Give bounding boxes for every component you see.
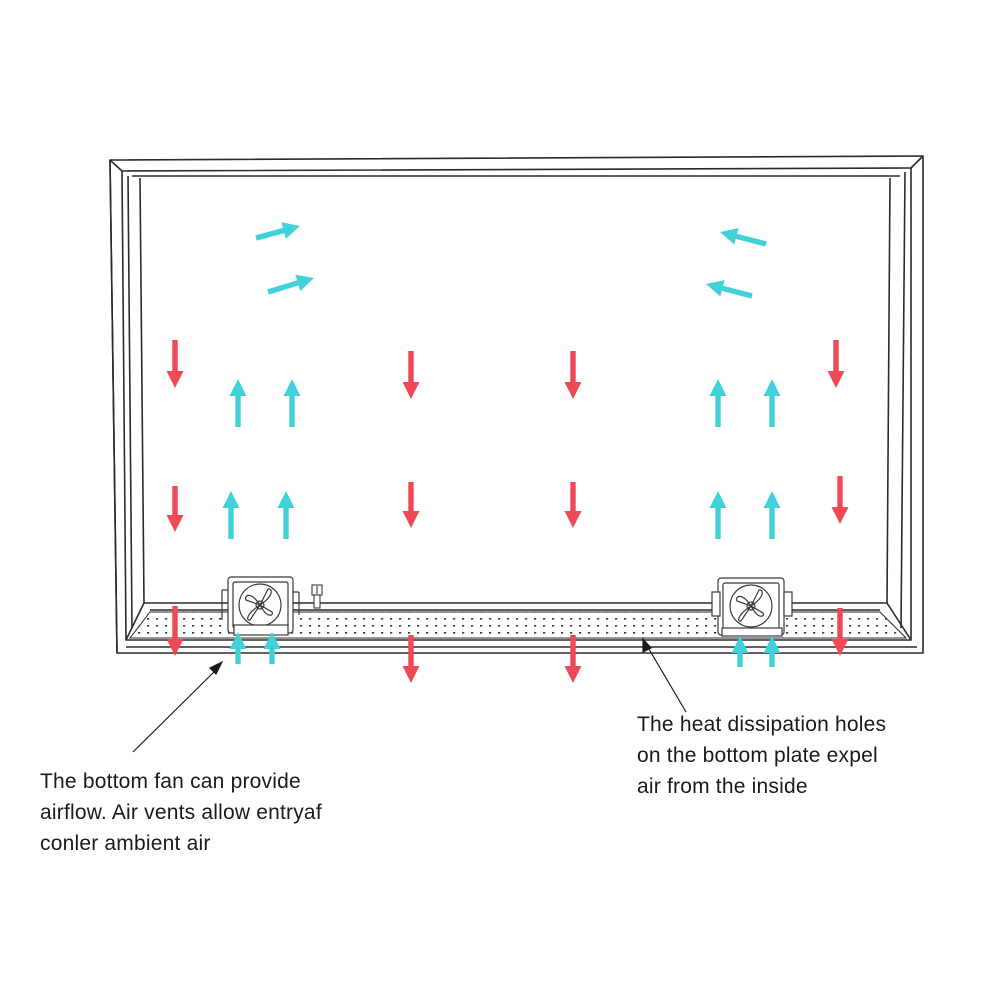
fan-note-line: conler ambient air — [40, 832, 211, 855]
hot-air-arrow — [831, 608, 849, 656]
hot-air-arrow — [827, 340, 845, 388]
hot-air-arrow — [166, 486, 184, 532]
hot-air-arrow — [402, 635, 420, 683]
cool-air-arrow — [277, 491, 295, 539]
fan-note: The bottom fan can provide airflow. Air … — [40, 766, 322, 859]
cool-air-arrow — [720, 228, 767, 247]
cool-air-arrow — [267, 274, 314, 295]
cool-air-arrows — [222, 222, 781, 667]
holes-note-line: air from the inside — [637, 775, 808, 798]
cool-air-arrow — [222, 491, 240, 539]
cool-air-arrow — [763, 491, 781, 539]
cool-air-arrow — [709, 379, 727, 427]
fan-icon — [711, 577, 793, 637]
leader-lines — [132, 637, 687, 753]
cool-air-arrow — [763, 636, 781, 667]
hot-air-arrow — [564, 635, 582, 683]
cool-air-arrow — [706, 280, 753, 299]
holes-note-line: on the bottom plate expel — [637, 744, 878, 767]
cool-air-arrow — [763, 379, 781, 427]
cool-air-arrow — [229, 379, 247, 427]
hot-air-arrow — [402, 351, 420, 399]
hot-air-arrows — [166, 340, 849, 683]
hot-air-arrow — [166, 606, 184, 656]
cool-air-arrow — [229, 632, 247, 664]
holes-note-line: The heat dissipation holes — [637, 713, 887, 736]
fan-note-line: airflow. Air vents allow entryaf — [40, 801, 322, 824]
perforated-bottom-plate — [128, 611, 908, 639]
cool-air-arrow — [263, 632, 281, 664]
connector-icon — [311, 584, 323, 609]
cool-air-arrow — [283, 379, 301, 427]
holes-note: The heat dissipation holes on the bottom… — [637, 709, 886, 802]
fan-icon — [221, 576, 300, 636]
hot-air-arrow — [402, 482, 420, 528]
hot-air-arrow — [166, 340, 184, 388]
cool-air-arrow — [709, 491, 727, 539]
cool-air-arrow — [731, 636, 749, 667]
hot-air-arrow — [564, 482, 582, 528]
hot-air-arrow — [564, 351, 582, 399]
fan-note-line: The bottom fan can provide — [40, 770, 301, 793]
cool-air-arrow — [255, 222, 300, 241]
hot-air-arrow — [831, 476, 849, 524]
